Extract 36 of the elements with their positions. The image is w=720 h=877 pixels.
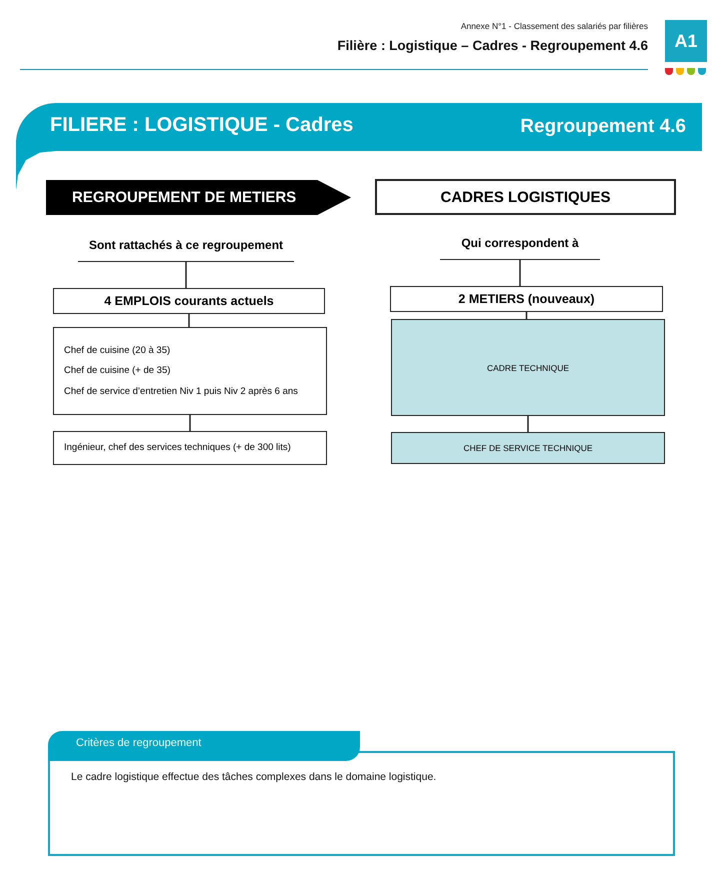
job-box (391, 432, 665, 464)
job-list-box (53, 327, 327, 415)
node-text: CADRE TECHNIQUE (486, 362, 570, 372)
connector-line (519, 260, 521, 286)
node-text: Sont rattachés à ce regroupement (88, 238, 284, 252)
connector-line (188, 314, 190, 327)
node-text: 4 EMPLOIS courants actuels (104, 294, 274, 308)
category-box (53, 288, 325, 314)
node-text: CHEF DE SERVICE TECHNIQUE (463, 443, 593, 453)
node-text: REGROUPEMENT DE METIERS (72, 189, 298, 206)
node-text: CADRES LOGISTIQUES (440, 188, 611, 206)
node-text: 2 METIERS (nouveaux) (458, 292, 595, 306)
page-badge: A1 (665, 20, 707, 62)
panel-tab: Critères de regroupement (48, 731, 360, 761)
connector-line (527, 416, 529, 432)
node-text: Chef de service d’entretien Niv 1 puis Niv 2 après 6 ans (64, 386, 299, 398)
criteria-text: Le cadre logistique effectue des tâches complexes dans le domaine logistique. (71, 771, 436, 783)
connector-line (189, 415, 191, 431)
job-box (53, 431, 327, 465)
category-box (390, 286, 663, 312)
group-number: Regroupement 4.6 (519, 116, 686, 138)
criteria-panel (48, 731, 675, 856)
node-text: Chef de cuisine (20 à 35) (64, 344, 172, 356)
heading-banner (46, 180, 351, 215)
heading-box (375, 179, 676, 215)
connector-line (185, 262, 187, 288)
node-text: Ingénieur, chef des services techniques (+ de 300 lits) (64, 442, 292, 454)
connector-line (526, 312, 528, 319)
node-text: Chef de cuisine (+ de 35) (64, 365, 172, 377)
page-title: FILIERE : LOGISTIQUE - Cadres (50, 114, 354, 137)
job-box (391, 319, 665, 416)
annex-note: Annexe N°1 - Classement des salariés par filières (460, 21, 648, 31)
header-title: Filière : Logistique – Cadres - Regroupement 4.6 (336, 38, 648, 53)
caption-text (440, 236, 600, 260)
caption-text (78, 238, 294, 262)
node-text: Qui correspondent à (461, 236, 579, 250)
